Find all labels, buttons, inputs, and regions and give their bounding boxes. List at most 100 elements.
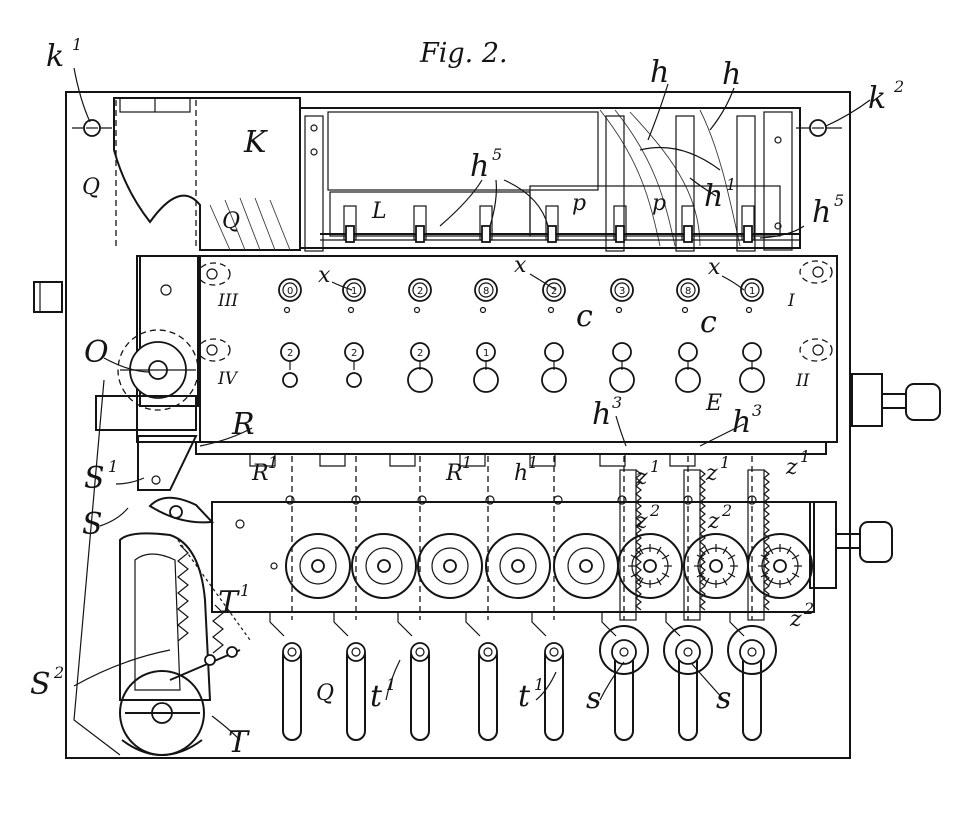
lever-arm-S1 <box>137 435 215 524</box>
right-upper-crank-handle <box>851 373 941 427</box>
lever-stud <box>545 205 559 243</box>
label-k1: k <box>46 39 64 74</box>
label-t1-b: t <box>518 679 531 714</box>
lever-studs <box>343 205 755 243</box>
label-Q-bottom: Q <box>316 681 334 706</box>
label-z1-b-sup: 1 <box>720 453 730 472</box>
label-Q-plate: Q <box>222 209 240 234</box>
label-x-2: x <box>514 253 527 278</box>
lower-lever-bar <box>465 456 498 741</box>
dial-digit-bottom: 1 <box>483 348 489 359</box>
dial-digit: 3 <box>619 286 625 297</box>
label-p-b: p <box>652 191 666 216</box>
dial-digit: 8 <box>483 286 489 297</box>
label-R: R <box>231 407 255 442</box>
dial-digit: 2 <box>417 286 423 297</box>
label-x-1: x <box>318 263 331 288</box>
left-stop-knob <box>33 281 63 313</box>
label-k1-sup: 1 <box>72 35 82 54</box>
lower-lever-bar <box>397 456 430 741</box>
label-R1-b: R <box>445 461 463 486</box>
dial-top: 2 <box>542 278 566 314</box>
dial-top: 3 <box>610 278 634 314</box>
label-h-low-sup: 1 <box>528 453 538 472</box>
label-t1-a: t <box>370 679 383 714</box>
label-R1-sup: 1 <box>268 453 278 472</box>
dial-bottom: 2 <box>280 342 300 388</box>
label-h5: h <box>470 149 489 184</box>
lower-lever-bar <box>599 456 649 741</box>
carriage-plate-K <box>113 97 301 251</box>
label-z2-a: z <box>635 509 648 534</box>
label-R1: R <box>251 461 269 486</box>
label-s-1: s <box>586 681 601 716</box>
label-z1-a-sup: 1 <box>650 457 660 476</box>
counter-wheel <box>417 495 483 599</box>
fixing-screw-k2 <box>796 119 842 137</box>
lever-stud <box>613 205 627 243</box>
label-x-3: x <box>708 255 721 280</box>
label-h3-a-sup: 3 <box>612 393 622 412</box>
position-pins <box>197 260 833 362</box>
label-c-2: c <box>700 305 717 340</box>
label-S: S <box>82 507 103 542</box>
lever-plate-h <box>299 107 801 249</box>
lower-lever-bar <box>727 456 777 741</box>
label-T1-sup: 1 <box>240 581 250 600</box>
fixing-screw-k1 <box>72 119 112 137</box>
cam-bracket-O <box>95 255 199 431</box>
dial-bottom: 2 <box>407 342 433 393</box>
label-p: p <box>572 191 586 216</box>
label-z1-a: z <box>635 465 648 490</box>
label-h3-b-sup: 3 <box>752 401 762 420</box>
right-lower-crank-handle <box>809 501 893 589</box>
label-z2-c: z <box>789 607 802 632</box>
figure-labels: k 1 k 2 K Q Q Q L h h h 5 h 5 h 1 p p x … <box>30 35 904 760</box>
label-E: E <box>705 391 722 416</box>
label-s-2: s <box>716 681 731 716</box>
label-S2-sup: 2 <box>53 663 64 682</box>
toothed-rack <box>619 469 642 621</box>
label-z2-b-sup: 2 <box>721 501 732 520</box>
label-h-low: h <box>514 461 528 486</box>
label-h5-right-sup: 5 <box>834 191 844 210</box>
dial-digit: 0 <box>287 286 293 297</box>
lever-stud <box>681 205 695 243</box>
label-k2: k <box>868 81 886 116</box>
lever-stud <box>413 205 427 243</box>
setting-lever-row-L <box>320 185 800 241</box>
dial-top: 2 <box>408 278 432 314</box>
label-h3-b: h <box>732 405 751 440</box>
dial-top: 8 <box>474 278 498 314</box>
lower-lever-bars <box>269 456 777 741</box>
label-Q-frame: Q <box>82 175 100 200</box>
lower-lever-bar <box>663 456 713 741</box>
dial-top: 8 <box>676 278 700 314</box>
counter-wheel <box>485 495 551 599</box>
figure-title: Fig. 2. <box>419 38 508 69</box>
dial-digit-bottom: 2 <box>417 348 423 359</box>
lever-stud <box>479 205 493 243</box>
dial-bottom: 1 <box>473 342 499 393</box>
label-III: III <box>217 291 238 311</box>
dial-digit: 2 <box>551 286 557 297</box>
toothed-rack <box>747 469 770 621</box>
label-z2-a-sup: 2 <box>649 501 660 520</box>
label-I: I <box>787 291 795 311</box>
dial-top: 1 <box>740 278 764 314</box>
label-h: h <box>650 55 669 90</box>
label-T: T <box>228 725 250 760</box>
lower-lever-bar <box>531 456 564 741</box>
counter-wheel <box>285 495 351 599</box>
label-t1-a-sup: 1 <box>386 675 396 694</box>
label-h3-a: h <box>592 397 611 432</box>
rack-bar-R <box>195 441 827 467</box>
label-t1-b-sup: 1 <box>534 675 544 694</box>
vertical-slide-bars <box>304 111 793 252</box>
dial-top: 0 <box>278 278 302 314</box>
counter-wheels <box>285 495 813 599</box>
dial-digit-bottom: 2 <box>351 348 357 359</box>
label-R1-b-sup: 1 <box>462 453 472 472</box>
